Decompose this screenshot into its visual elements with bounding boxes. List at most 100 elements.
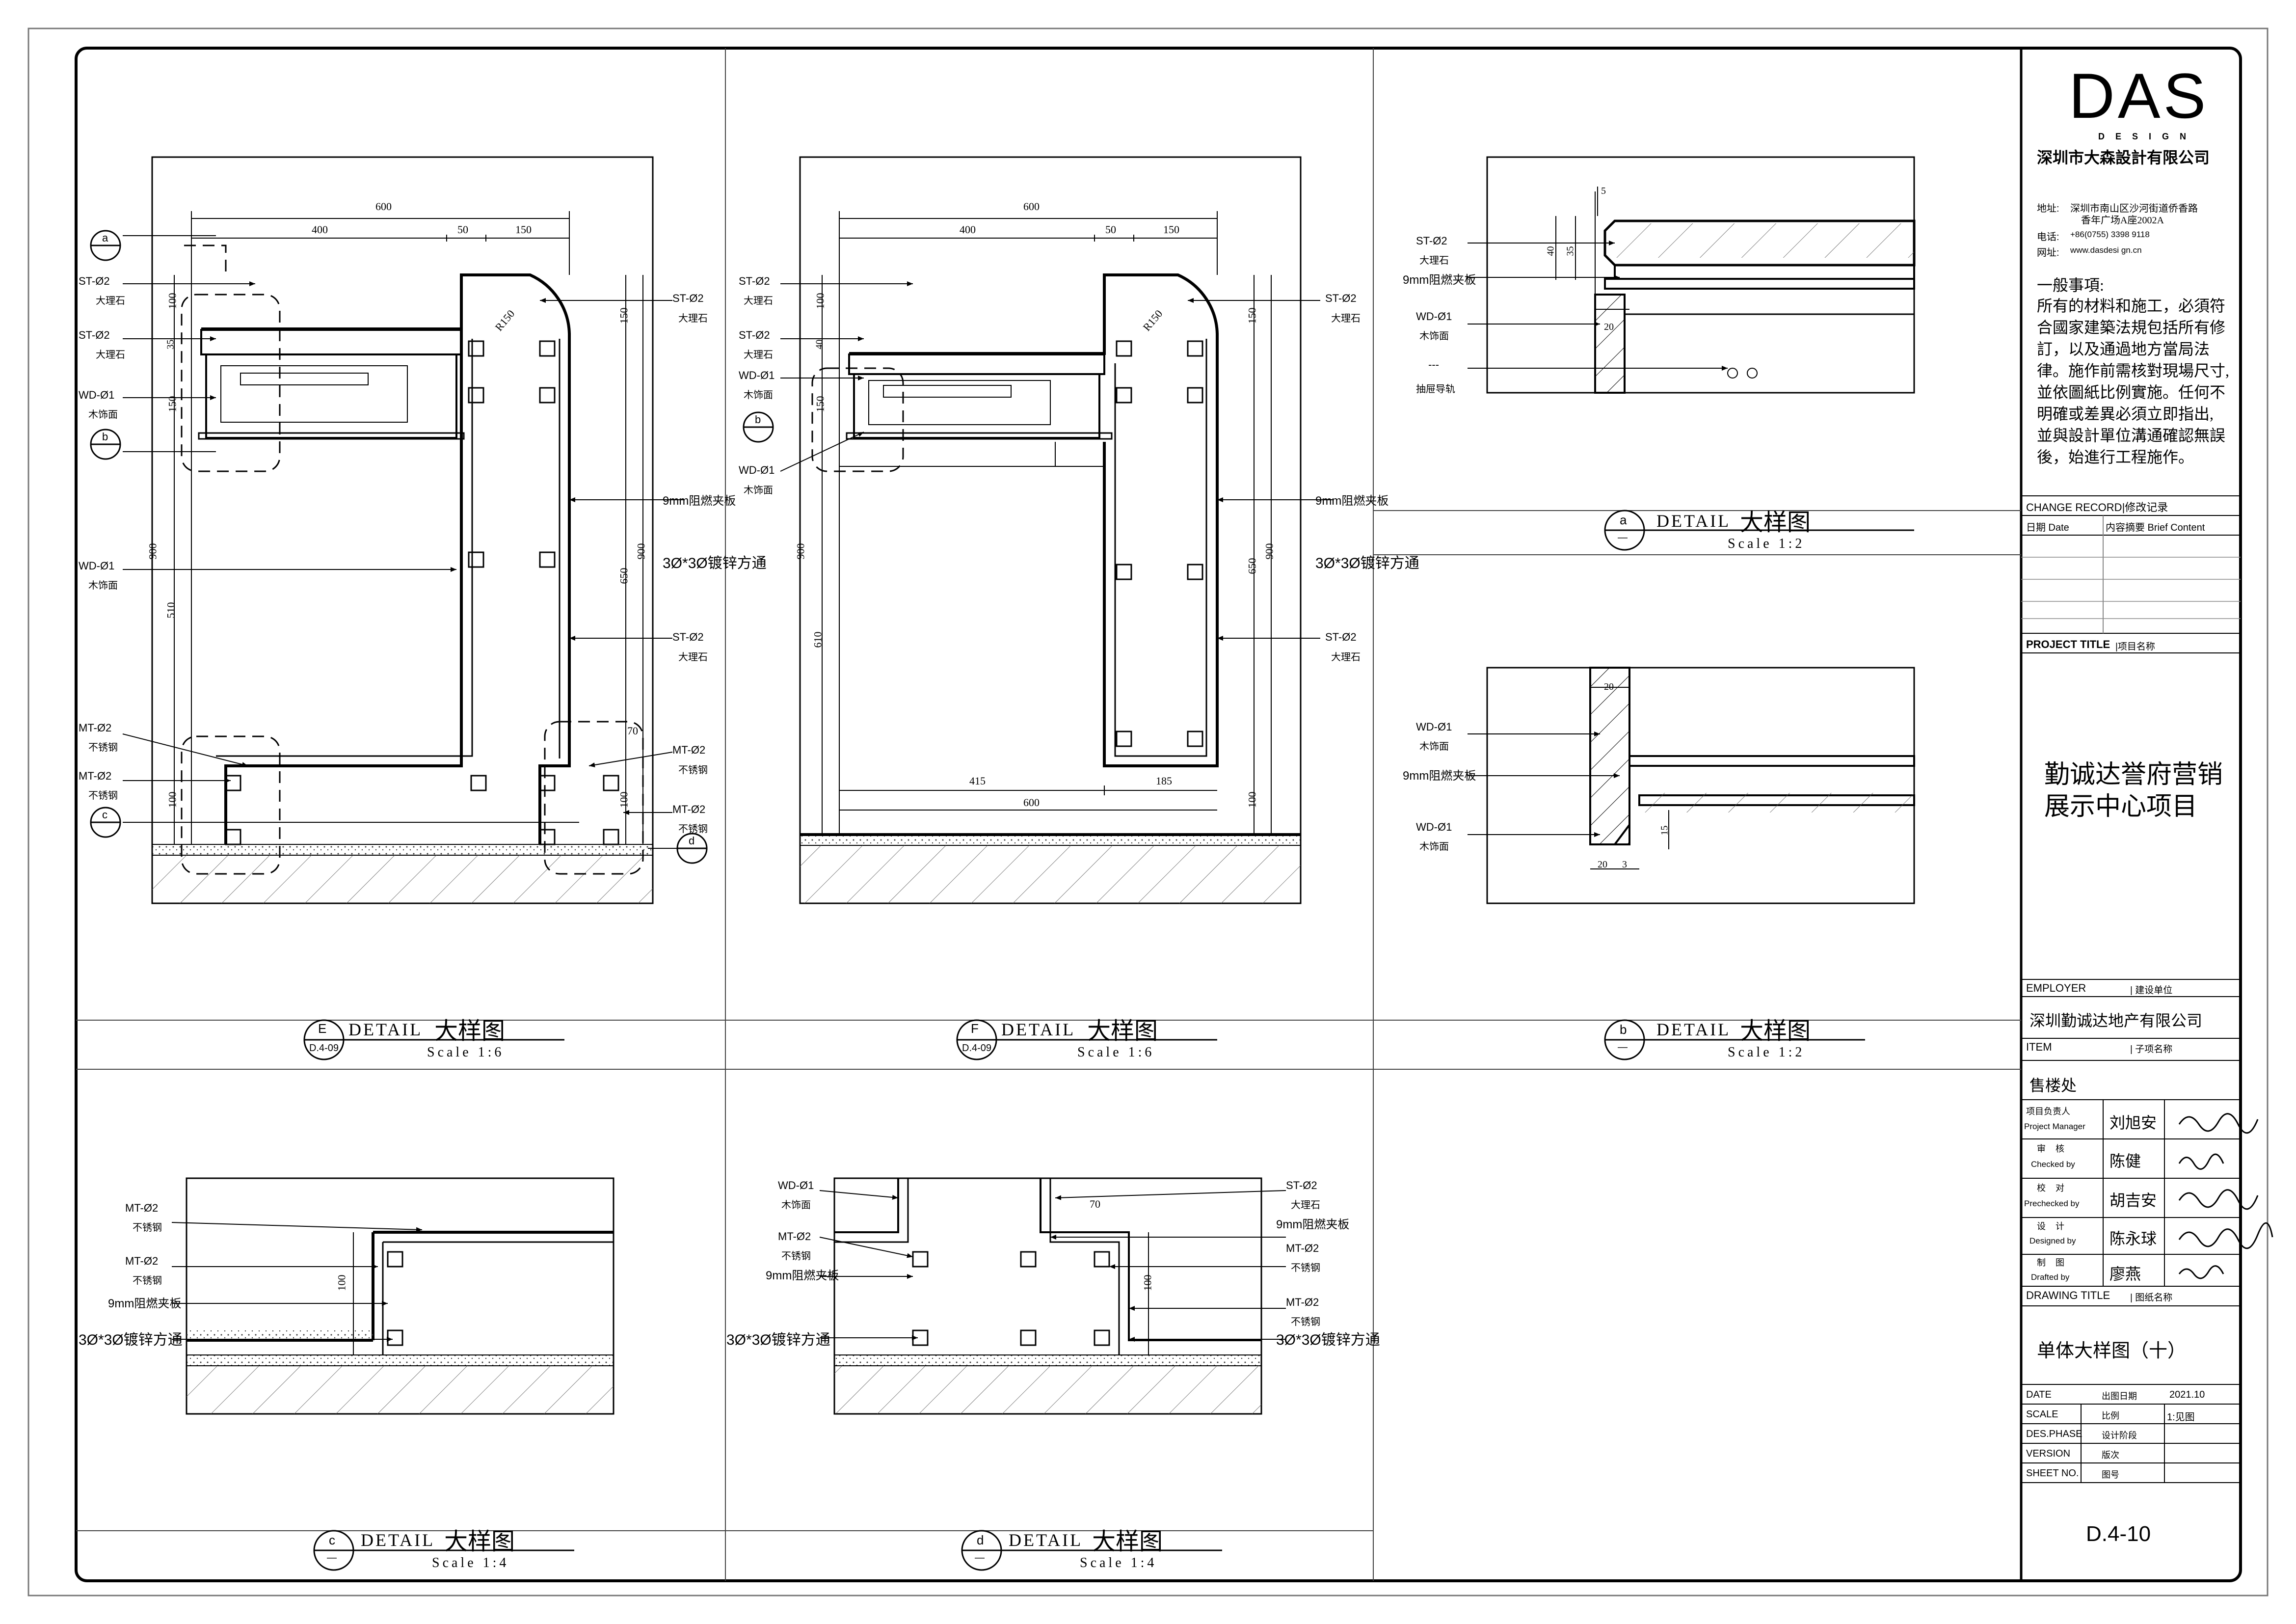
- mat-code: MT-Ø2: [1286, 1242, 1319, 1254]
- dim-label: 900: [635, 543, 647, 560]
- mat-code: ST-Ø2: [1416, 235, 1447, 247]
- mat-rail: 抽屉导轨: [1416, 384, 1455, 395]
- dim-label: 3: [1622, 859, 1627, 870]
- mat-name: 不锈钢: [678, 824, 708, 835]
- change-record-title: CHANGE RECORD|修改记录: [2026, 501, 2168, 514]
- dim-label: 50: [1105, 223, 1116, 236]
- address-label: 地址:: [2037, 203, 2059, 214]
- notes-line: 所有的材料和施工，必須符: [2037, 297, 2226, 315]
- mat-board: 9mm阻燃夹板: [766, 1269, 839, 1282]
- notes-line: 並依圖紙比例實施。任何不: [2037, 383, 2226, 401]
- drawing-label-cn: | 图纸名称: [2130, 1293, 2173, 1303]
- sheet-number: D.4-10: [2086, 1522, 2151, 1546]
- section-tag: b: [102, 431, 108, 443]
- detail-title-en: DETAIL: [1001, 1020, 1076, 1039]
- sig-role-cn: 项目负责人: [2026, 1107, 2070, 1116]
- detail-id: F: [971, 1021, 979, 1036]
- mat-code: WD-Ø1: [1416, 721, 1452, 733]
- mat-name: 不锈钢: [781, 1251, 811, 1262]
- mat-code: MT-Ø2: [125, 1255, 159, 1267]
- detail-F-drawing: [780, 156, 1333, 904]
- change-record-col-date: 日期 Date: [2026, 522, 2069, 533]
- sig-role-en: Project Manager: [2024, 1122, 2085, 1131]
- detail-scale: Scale 1:2: [1728, 536, 1805, 551]
- notes-title: 一般事項:: [2037, 276, 2104, 294]
- mat-name: 大理石: [96, 296, 125, 306]
- sig-name: 廖燕: [2109, 1265, 2141, 1283]
- company-logo-sub: DESIGN: [2098, 132, 2197, 141]
- detail-ref: D.4-09: [309, 1043, 339, 1054]
- address-line1: 深圳市南山区沙河街道侨香路: [2070, 203, 2198, 214]
- mat-code: WD-Ø1: [778, 1179, 814, 1191]
- mat-code: ST-Ø2: [739, 275, 770, 287]
- sig-role-en: Prechecked by: [2024, 1199, 2080, 1208]
- detail-scale: Scale 1:4: [1080, 1555, 1157, 1570]
- notes-line: 訂，以及通過地方當局法: [2037, 340, 2210, 358]
- section-tag: c: [102, 809, 107, 821]
- mat-board: 9mm阻燃夹板: [108, 1297, 182, 1310]
- dim-label: 100: [166, 791, 179, 808]
- detail-scale: Scale 1:2: [1728, 1045, 1805, 1060]
- mat-name: 大理石: [1419, 255, 1449, 266]
- detail-title-en: DETAIL: [361, 1530, 435, 1550]
- mat-code: WD-Ø1: [79, 560, 115, 572]
- notes-line: 並與設計單位溝通確認無誤: [2037, 427, 2226, 444]
- mat-name: 木饰面: [88, 580, 118, 591]
- mat-name: 大理石: [1331, 652, 1361, 663]
- employer-label: EMPLOYER: [2026, 982, 2086, 994]
- dim-label: 900: [1263, 543, 1276, 560]
- mat-code: MT-Ø2: [79, 722, 112, 734]
- mat-name: 不锈钢: [88, 742, 118, 753]
- dim-label: 50: [457, 223, 468, 236]
- dim-label: 650: [617, 568, 630, 584]
- meta-label: DATE: [2026, 1389, 2052, 1400]
- mat-code: WD-Ø1: [739, 464, 775, 476]
- mat-code: WD-Ø1: [1416, 310, 1452, 323]
- change-record-col-content: 内容摘要 Brief Content: [2106, 522, 2205, 533]
- phone-number: +86(0755) 3398 9118: [2070, 230, 2150, 239]
- dim-label: 600: [1023, 200, 1040, 213]
- dim-label: 5: [1601, 186, 1606, 196]
- mat-name: 不锈钢: [1291, 1317, 1320, 1327]
- mat-code: ST-Ø2: [1325, 292, 1357, 304]
- meta-label-cn: 出图日期: [2102, 1391, 2137, 1401]
- dim-label: 100: [166, 293, 179, 309]
- detail-title-cn: 大样图: [1740, 1018, 1811, 1044]
- dim-label: 415: [969, 775, 986, 787]
- mat-name: 不锈钢: [1291, 1263, 1320, 1273]
- meta-label: SCALE: [2026, 1409, 2058, 1420]
- title-block-grid: [2021, 495, 2241, 1483]
- phone-label: 电话:: [2037, 232, 2059, 243]
- mat-code: MT-Ø2: [672, 744, 706, 756]
- detail-id: b: [1620, 1022, 1627, 1037]
- dim-label: 150: [1163, 223, 1179, 236]
- sig-name: 陈永球: [2109, 1230, 2157, 1247]
- mat-name: 不锈钢: [678, 765, 708, 776]
- detail-scale: Scale 1:4: [432, 1555, 509, 1570]
- meta-label-cn: 版次: [2102, 1450, 2119, 1460]
- detail-ref: —: [975, 1552, 985, 1563]
- mat-name: 大理石: [678, 652, 708, 663]
- dim-label: 40: [814, 339, 825, 350]
- detail-title-cn: 大样图: [1092, 1529, 1163, 1555]
- dim-label: 40: [1545, 246, 1556, 256]
- dim-label: 15: [1659, 825, 1670, 836]
- mat-board: 9mm阻燃夹板: [1403, 769, 1476, 783]
- mat-tube: 3Ø*3Ø镀锌方通: [663, 555, 767, 571]
- mat-name: 大理石: [678, 313, 708, 324]
- dim-label: 150: [515, 223, 532, 236]
- meta-label-cn: 图号: [2102, 1470, 2119, 1480]
- dim-label: 650: [1246, 558, 1258, 574]
- mat-code: WD-Ø1: [1416, 821, 1452, 833]
- mat-code: MT-Ø2: [778, 1230, 811, 1243]
- detail-b-drawing: [1468, 667, 1915, 904]
- meta-value: 2021.10: [2169, 1389, 2205, 1400]
- section-tag: d: [689, 835, 695, 847]
- sig-role-en: Designed by: [2029, 1236, 2076, 1245]
- mat-name: 木饰面: [1419, 841, 1449, 852]
- dim-label: 400: [312, 223, 328, 236]
- section-tag: a: [102, 232, 108, 244]
- dim-label: 100: [814, 293, 827, 309]
- notes-line: 合國家建築法規包括所有修: [2037, 319, 2226, 336]
- mat-board: 9mm阻燃夹板: [1315, 494, 1389, 508]
